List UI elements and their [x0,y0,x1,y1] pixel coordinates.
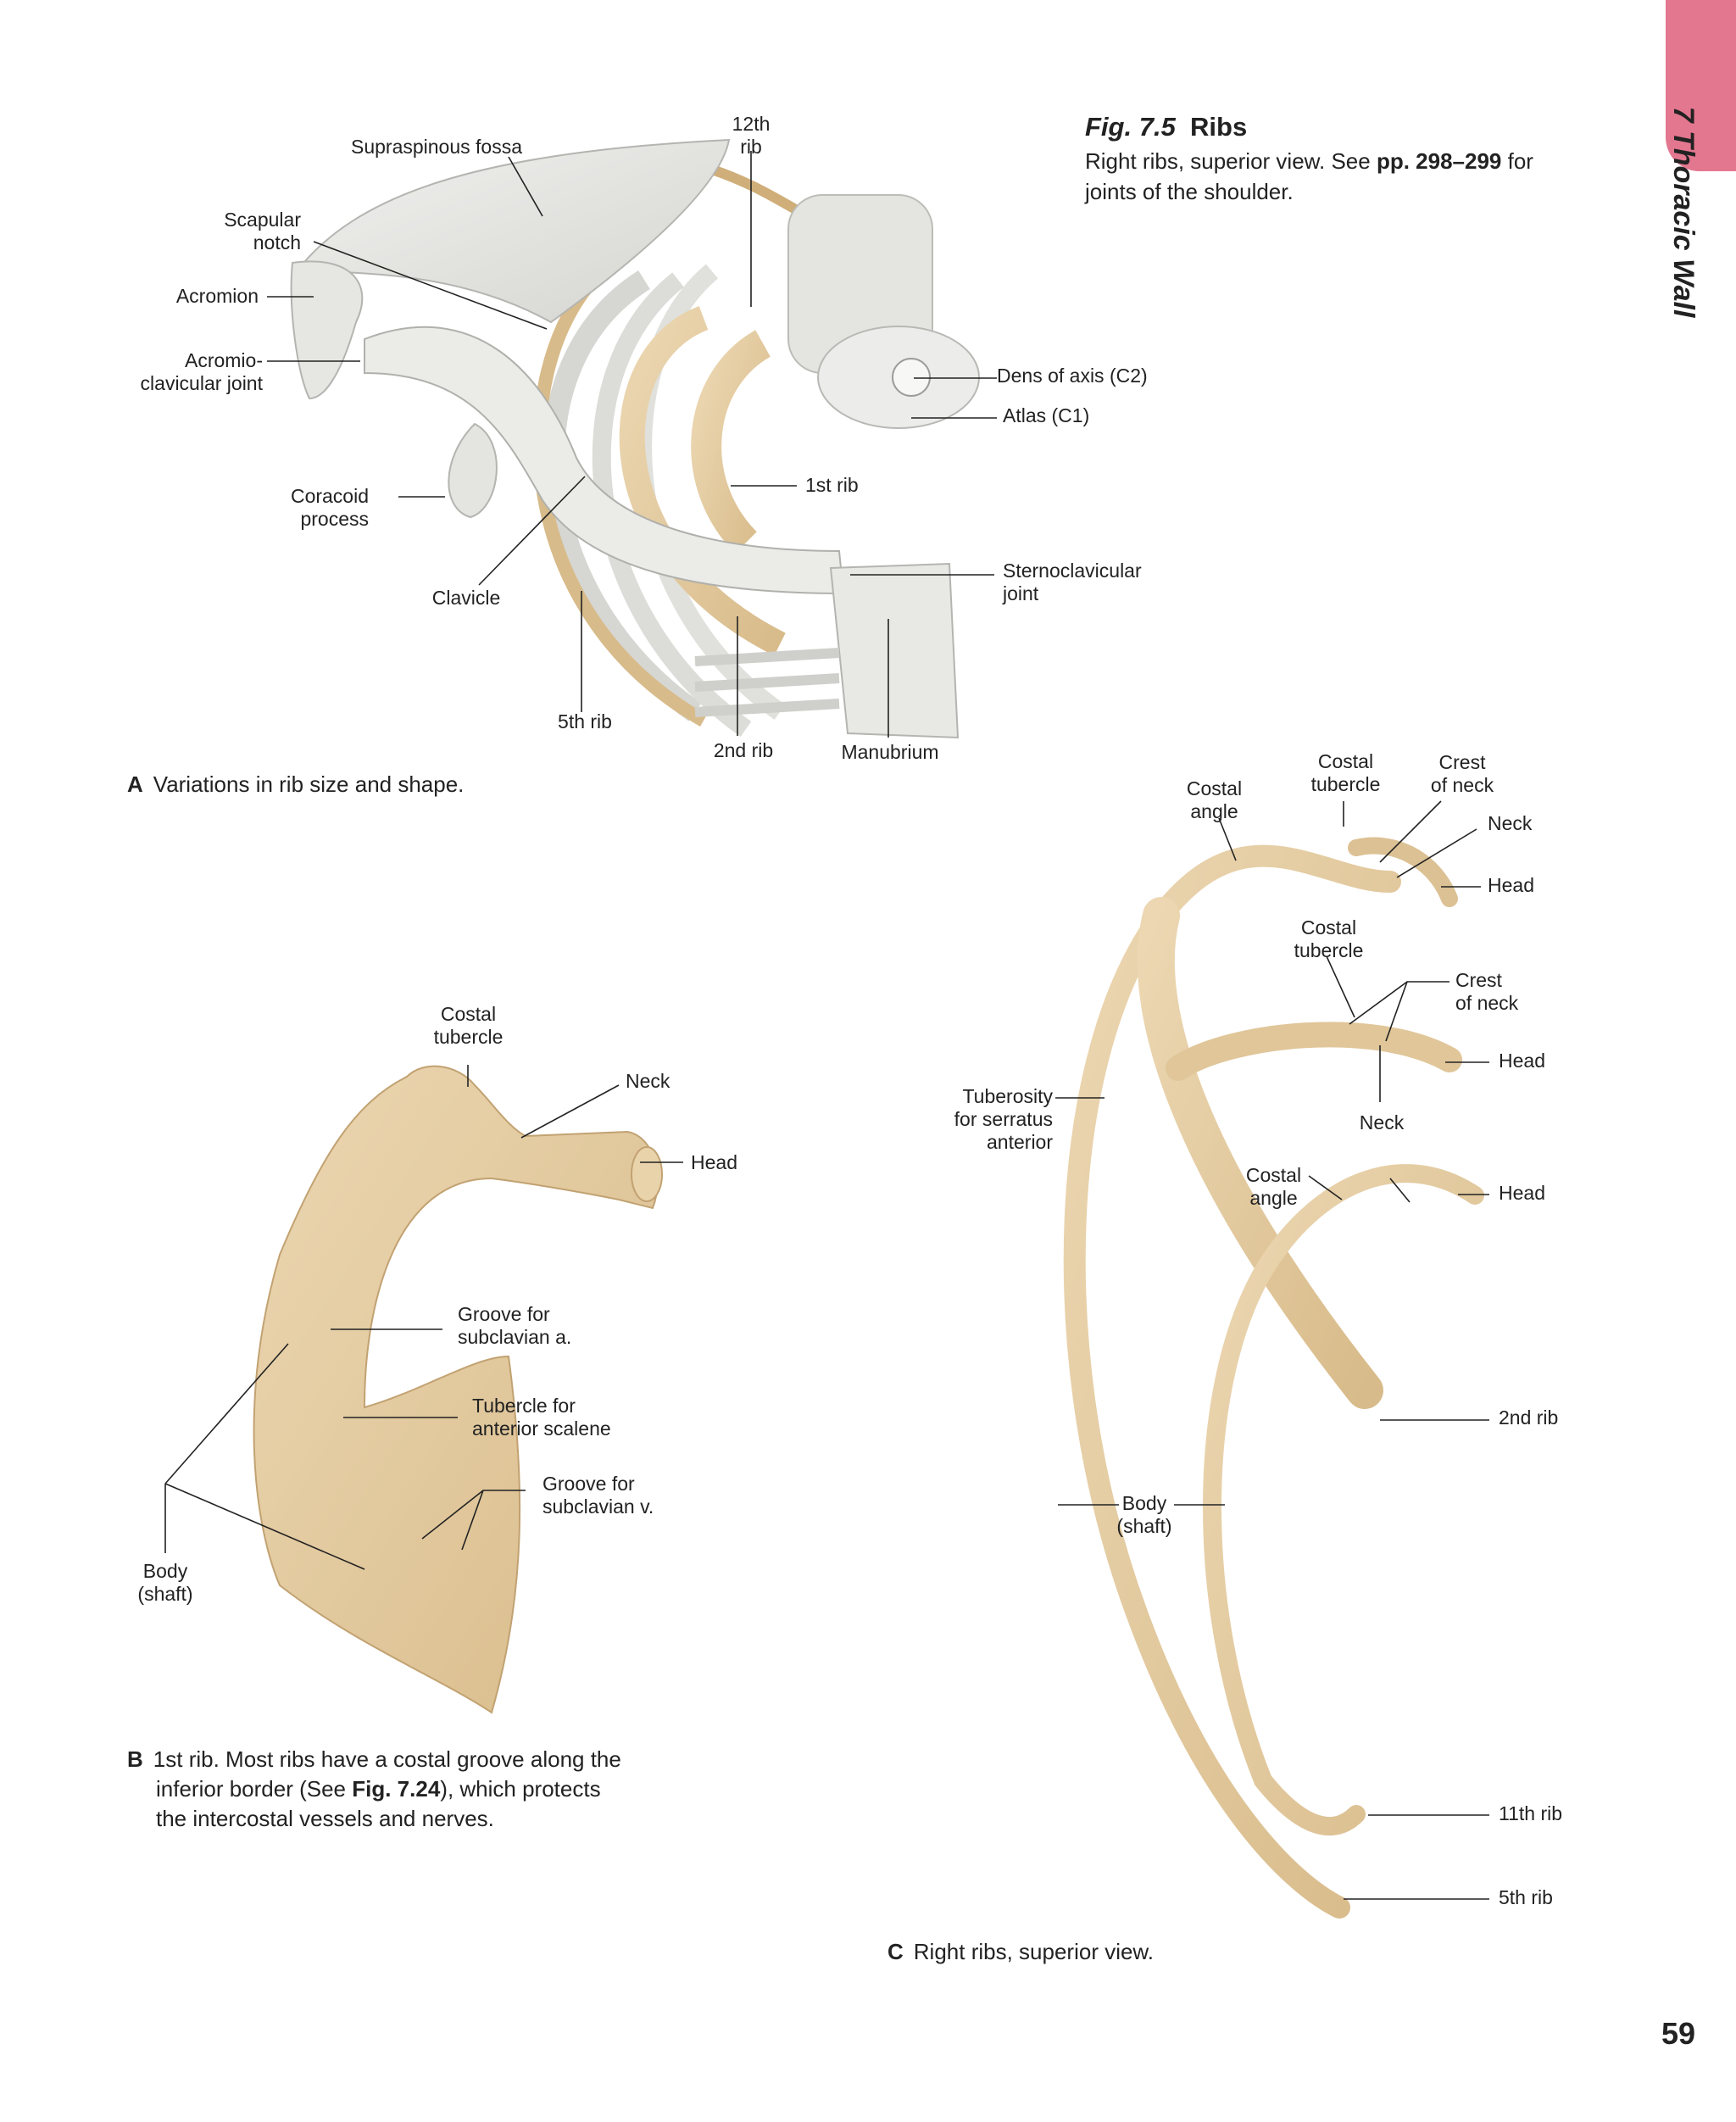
label-c-11th-rib: 11th rib [1499,1802,1563,1824]
label-5th-rib: 5th rib [558,710,612,732]
caption-a: A Variations in rib size and shape. [127,770,636,799]
label-c-head-3: Head [1499,1182,1545,1204]
caption-b-ref: Fig. 7.24 [352,1776,441,1802]
label-atlas: Atlas (C1) [1003,404,1090,426]
first-rib-shape [691,330,771,554]
caption-b-letter: B [127,1746,143,1772]
caption-c-text: Right ribs, superior view. [913,1939,1155,1964]
label-c-crest-of-neck-1: Crest of neck [1430,751,1494,796]
label-manubrium: Manubrium [841,741,939,763]
label-c-head-1: Head [1488,874,1534,896]
label-dens-of-axis: Dens of axis (C2) [997,365,1148,387]
panel-c-artwork [1063,837,1484,1919]
caption-b-text-post: ), which protects the intercostal vessel… [156,1776,601,1831]
label-c-neck-2: Neck [1359,1111,1405,1133]
label-c-costal-angle-2: Costal angle [1245,1164,1302,1209]
chapter-tab [1666,0,1736,171]
label-c-body-shaft: Body (shaft) [1116,1492,1172,1537]
label-2nd-rib: 2nd rib [713,739,774,761]
figure-subtitle: Right ribs, superior view. See pp. 298–2… [1085,146,1560,207]
caption-b-text-pre: 1st rib. Most ribs have a costal groove … [153,1746,621,1802]
caption-a-text: Variations in rib size and shape. [153,771,465,797]
label-sternoclavicular-joint: Sternoclavicular joint [1003,560,1142,604]
label-c-costal-tubercle-1: Costal tubercle [1310,750,1381,795]
second-rib-neck [1348,837,1458,907]
figure-subtitle-ref: pp. 298–299 [1376,148,1502,174]
manubrium-shape [829,562,960,739]
figure-subtitle-pre: Right ribs, superior view. See [1085,148,1377,174]
label-b-head: Head [691,1151,737,1173]
label-c-crest-of-neck-2: Crest of neck [1455,969,1519,1014]
panel-a-artwork [290,138,980,739]
fifth-rib-c [1063,844,1401,1919]
leader-lines [164,151,1489,1900]
label-tuberosity-serratus: Tuberosity for serratus anterior [954,1085,1053,1153]
label-c-costal-tubercle-2: Costal tubercle [1294,916,1364,961]
label-acromion: Acromion [175,285,259,307]
scapula-shape [294,138,731,324]
figure-title: Fig. 7.5 Ribs [1085,112,1247,142]
label-c-5th-rib: 5th rib [1499,1886,1553,1908]
costal-cartilages [694,648,840,717]
label-b-neck: Neck [626,1070,670,1092]
label-1st-rib: 1st rib [805,474,859,496]
second-rib-c [1137,897,1383,1409]
caption-c: C Right ribs, superior view. [887,1937,1311,1967]
label-b-costal-tubercle: Costal tubercle [433,1003,504,1048]
page-number: 59 [1661,2016,1695,2051]
first-rib-head-shape [631,1146,663,1202]
figure-subtitle-post: for joints of the shoulder. [1085,148,1533,204]
label-clavicle: Clavicle [431,587,501,609]
label-groove-subclavian-a: Groove for subclavian a. [458,1303,572,1348]
caption-c-letter: C [887,1939,904,1964]
label-acromioclavicular-joint: Acromio- clavicular joint [140,349,263,394]
dens-shape [892,358,931,397]
label-scapular-notch: Scapular notch [224,209,301,253]
label-coracoid-process: Coracoid process [290,485,369,530]
second-rib-shape [619,305,786,656]
caption-b: B 1st rib. Most ribs have a costal groove… [127,1745,631,1834]
middle-rib-c [1166,1022,1462,1081]
label-12th-rib: 12th rib [732,113,771,158]
eleventh-rib-c [1203,1164,1484,1836]
figure-number: Fig. 7.5 [1085,112,1176,142]
label-c-neck-1: Neck [1488,812,1533,834]
label-c-head-2: Head [1499,1050,1545,1072]
label-tubercle-anterior-scalene: Tubercle for anterior scalene [472,1395,611,1440]
label-groove-subclavian-v: Groove for subclavian v. [542,1473,654,1518]
figure-name: Ribs [1190,112,1248,142]
panel-b-artwork [253,1065,663,1714]
acromion-shape [290,260,364,400]
label-c-costal-angle-1: Costal angle [1186,777,1243,822]
first-rib-isolated [253,1065,659,1714]
coracoid-shape [448,422,498,519]
caption-a-letter: A [127,771,143,797]
label-c-2nd-rib: 2nd rib [1499,1406,1559,1429]
label-b-body-shaft: Body (shaft) [137,1560,193,1605]
label-supraspinous-fossa: Supraspinous fossa [350,136,522,158]
